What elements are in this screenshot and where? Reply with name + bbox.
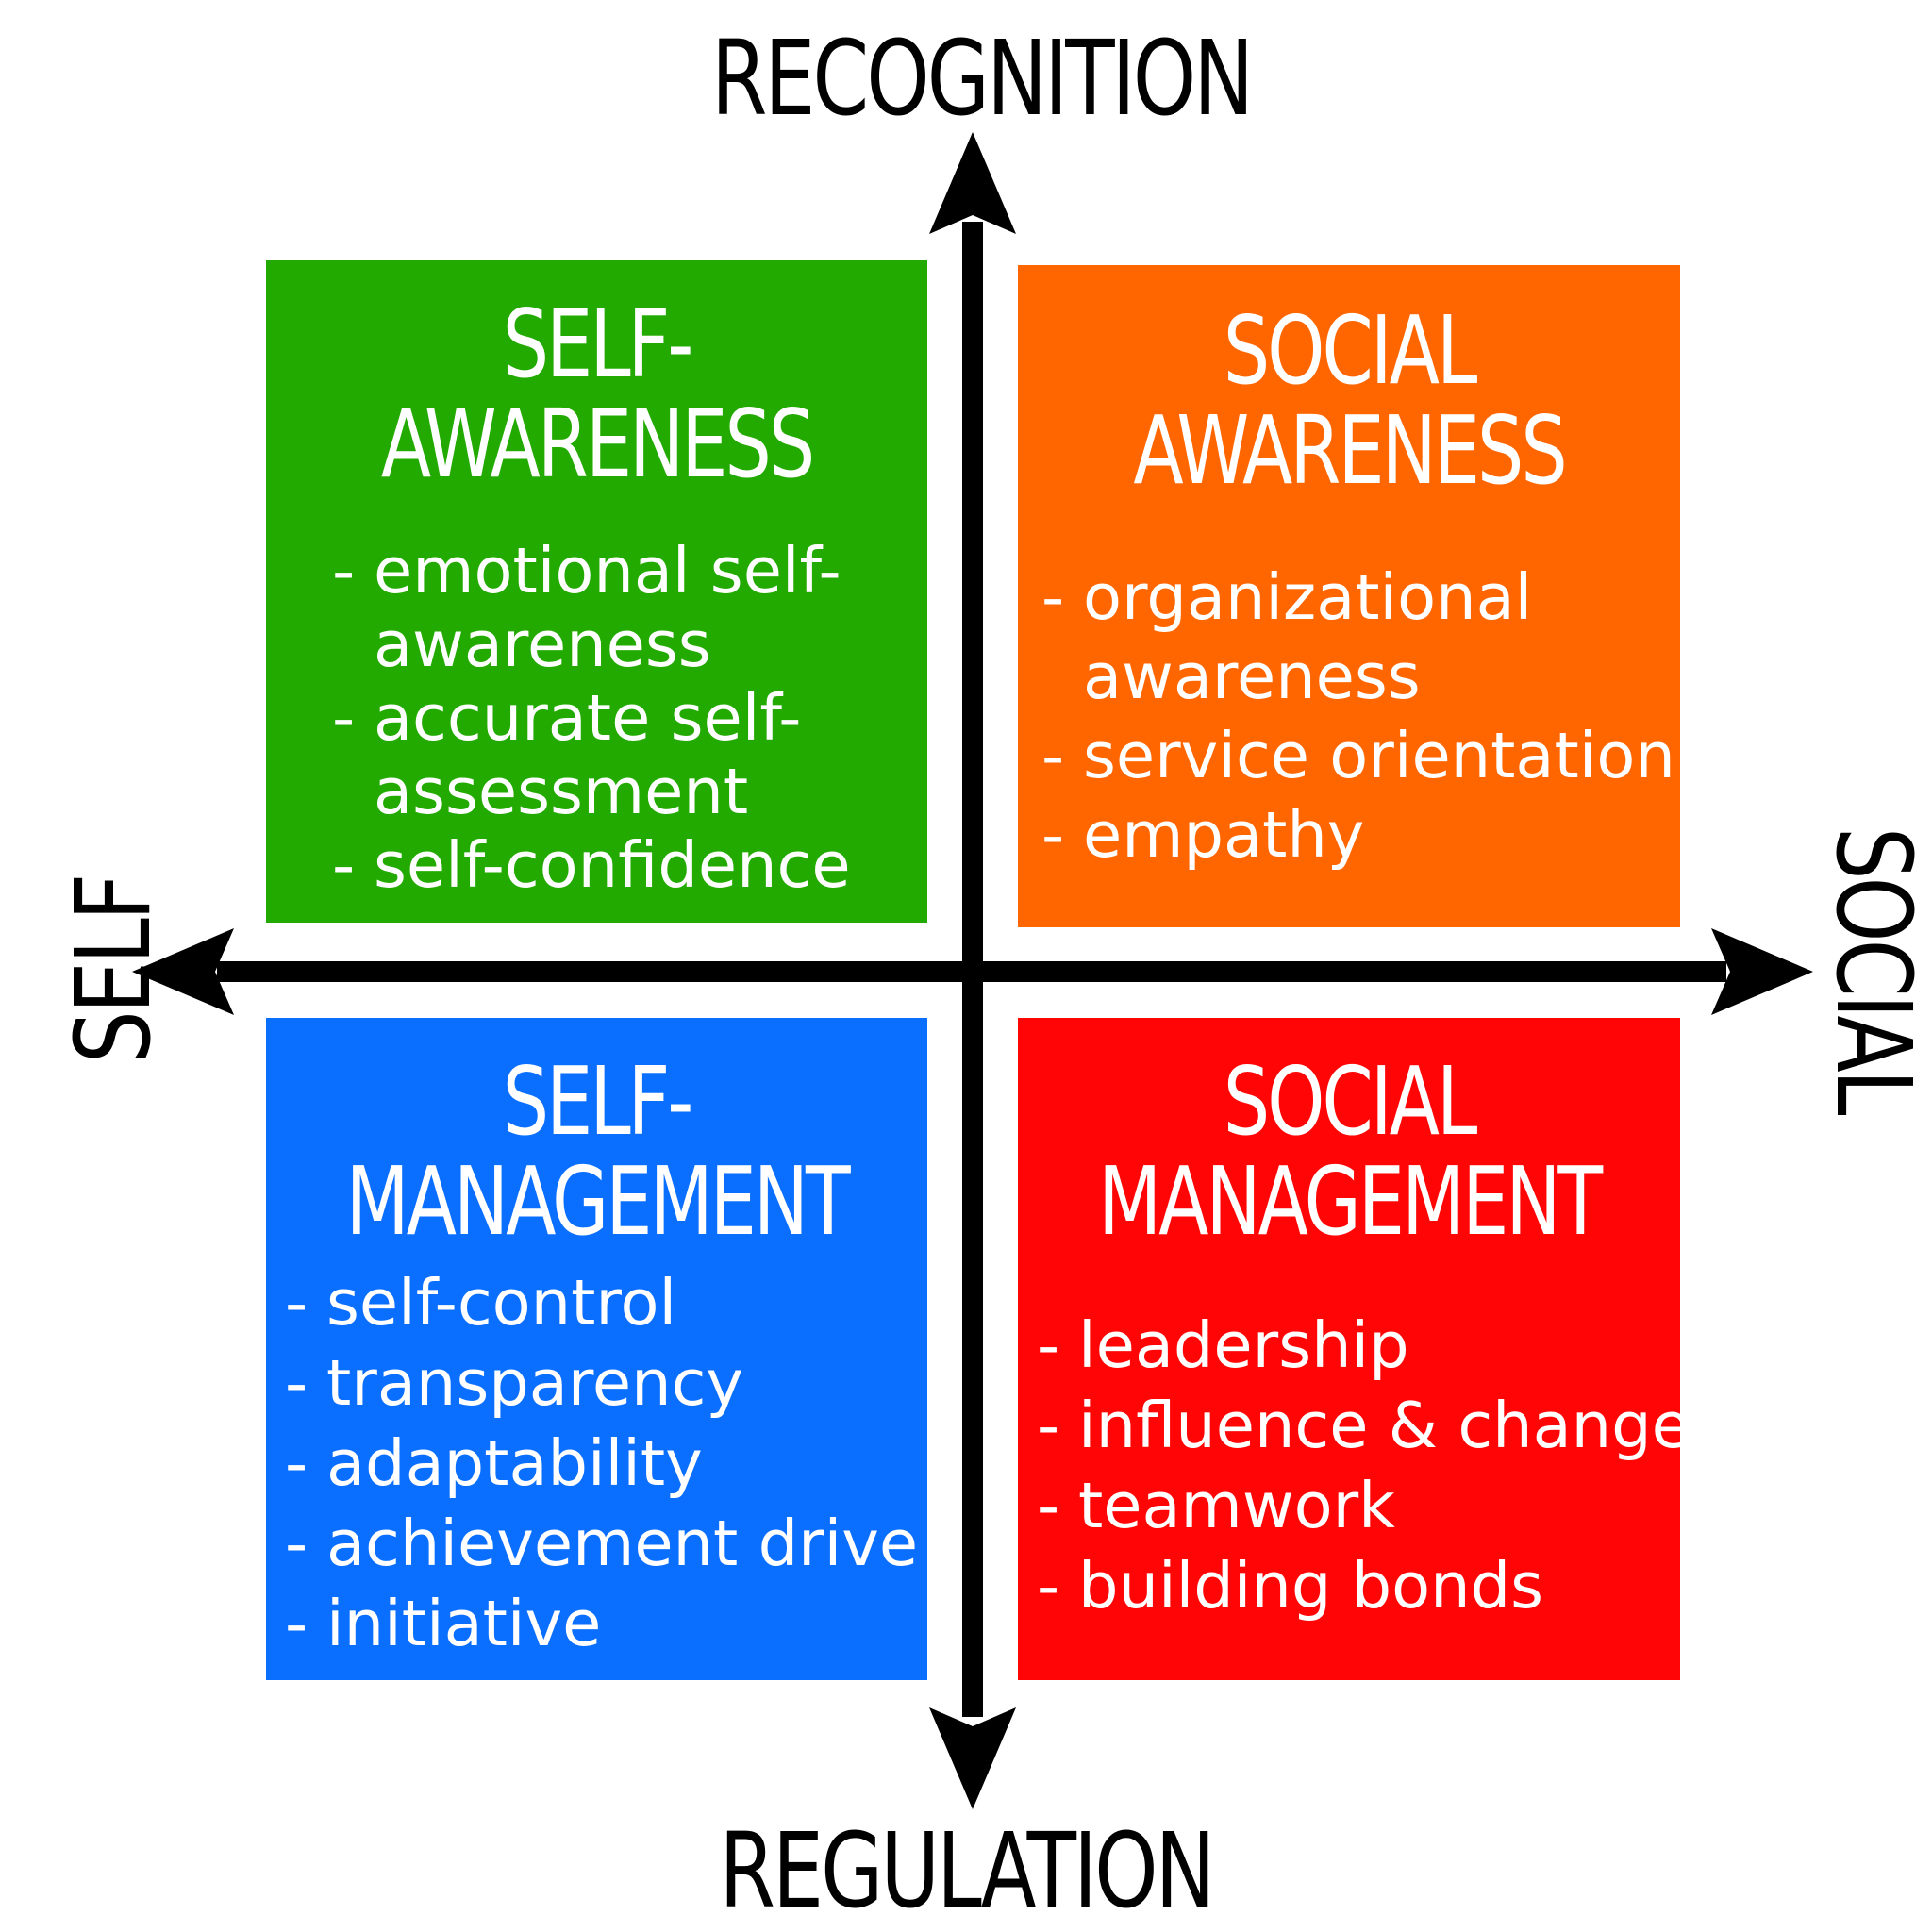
list-item: adaptability [285,1424,918,1504]
quadrant-title: SELF- MANAGEMENT [339,1052,855,1252]
list-item: empathy [1041,795,1675,874]
quadrant-social-awareness: SOCIAL AWARENESS organizational awarenes… [1018,265,1680,927]
list-item: building bonds [1037,1546,1690,1626]
quadrant-self-management: SELF- MANAGEMENT self-control transparen… [266,1018,927,1680]
arrow-down-icon [929,1707,1016,1809]
quadrant-item-list: organizational awareness service orienta… [1041,558,1675,874]
list-item: achievement drive [285,1504,918,1584]
list-item: organizational awareness [1041,558,1675,716]
quadrant-title-line2: MANAGEMENT [345,1146,850,1257]
list-item: self-confidence [332,828,851,902]
quadrant-title-line1: SOCIAL [1223,295,1478,406]
quadrant-title-line2: AWARENESS [380,389,815,499]
axis-label-top: RECOGNITION [710,18,1254,139]
quadrant-social-management: SOCIAL MANAGEMENT leadership influence &… [1018,1018,1690,1680]
quadrant-title-line2: AWARENESS [1133,395,1567,506]
arrow-left-icon [132,928,234,1015]
quadrant-self-awareness: SELF- AWARENESS emotional self- awarenes… [266,260,927,923]
quadrant-title-line1: SOCIAL [1223,1046,1478,1157]
axis-label-bottom: REGULATION [719,1810,1215,1931]
quadrant-item-list: self-control transparency adaptability a… [285,1263,918,1664]
list-item: accurate self- assessment [332,681,851,828]
horizontal-axis-line [217,961,1726,982]
list-item: emotional self- awareness [332,534,851,681]
list-item: transparency [285,1343,918,1424]
quadrant-title: SELF- AWARENESS [339,294,855,494]
list-item: service orientation [1041,716,1675,795]
quadrant-title: SOCIAL MANAGEMENT [1091,1052,1607,1252]
list-item: self-control [285,1263,918,1343]
list-item: teamwork [1037,1466,1690,1546]
quadrant-item-list: emotional self- awareness accurate self-… [332,534,851,902]
arrow-right-icon [1711,928,1813,1015]
list-item: initiative [285,1584,918,1664]
axis-label-right: SOCIAL [1813,826,1932,1113]
list-item: leadership [1037,1306,1690,1386]
axis-label-left: SELF [53,875,174,1064]
arrow-up-icon [929,132,1016,234]
quadrant-title-line1: SELF- [502,289,694,399]
quadrant-title-line1: SELF- [502,1046,694,1157]
quadrant-title-line2: MANAGEMENT [1097,1146,1603,1257]
quadrant-title: SOCIAL AWARENESS [1091,301,1607,501]
quadrant-item-list: leadership influence & change teamwork b… [1037,1306,1690,1626]
list-item: influence & change [1037,1386,1690,1466]
